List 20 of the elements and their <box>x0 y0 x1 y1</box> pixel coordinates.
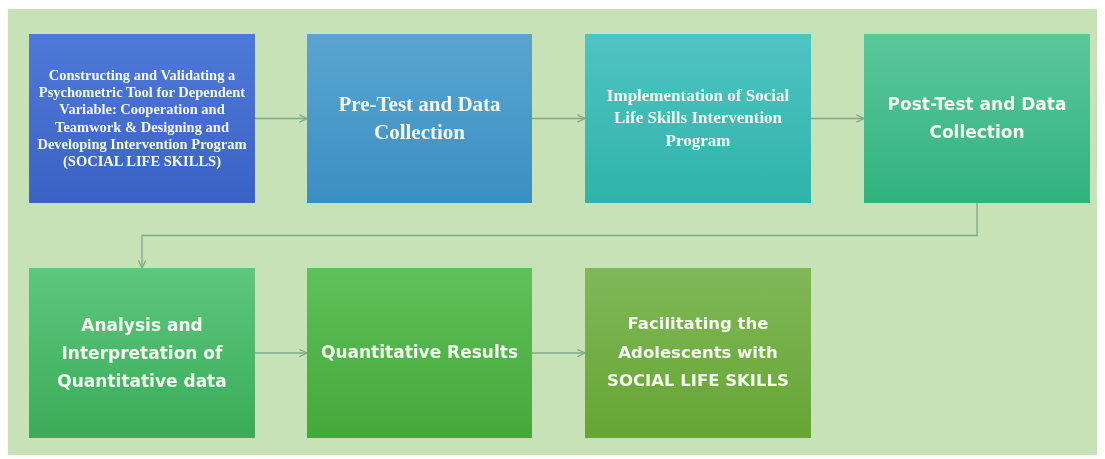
process-box <box>307 34 532 203</box>
arrow <box>254 348 308 358</box>
arrow <box>137 202 978 269</box>
box-text: Implementation of Social Life Skills Intervention Program <box>605 85 791 152</box>
process-box <box>307 268 532 438</box>
arrow <box>254 114 308 123</box>
box-text: Analysis and Interpretation of Quantitative data <box>56 313 228 393</box>
process-box <box>864 34 1090 203</box>
process-box <box>585 268 811 438</box>
box-text: Facilitating the Adolescents with SOCIAL LIFE SKILLS <box>606 312 790 393</box>
process-box <box>29 34 255 203</box>
box-text: Pre-Test and Data Collection <box>337 91 502 146</box>
box-text: Constructing and Validating a Psychometric Tool for Dependent Variable: Cooperation and Teamwork & Designing and Developing Intervention Program (SOCIAL LIFE SKILLS) <box>37 67 247 170</box>
box-text: Post-Test and Data Collection <box>886 93 1068 144</box>
arrow <box>531 348 586 358</box>
process-box <box>585 34 811 203</box>
process-box <box>29 268 255 438</box>
arrow <box>531 114 586 123</box>
arrow <box>810 114 865 123</box>
box-text: Quantitative Results <box>320 341 519 365</box>
